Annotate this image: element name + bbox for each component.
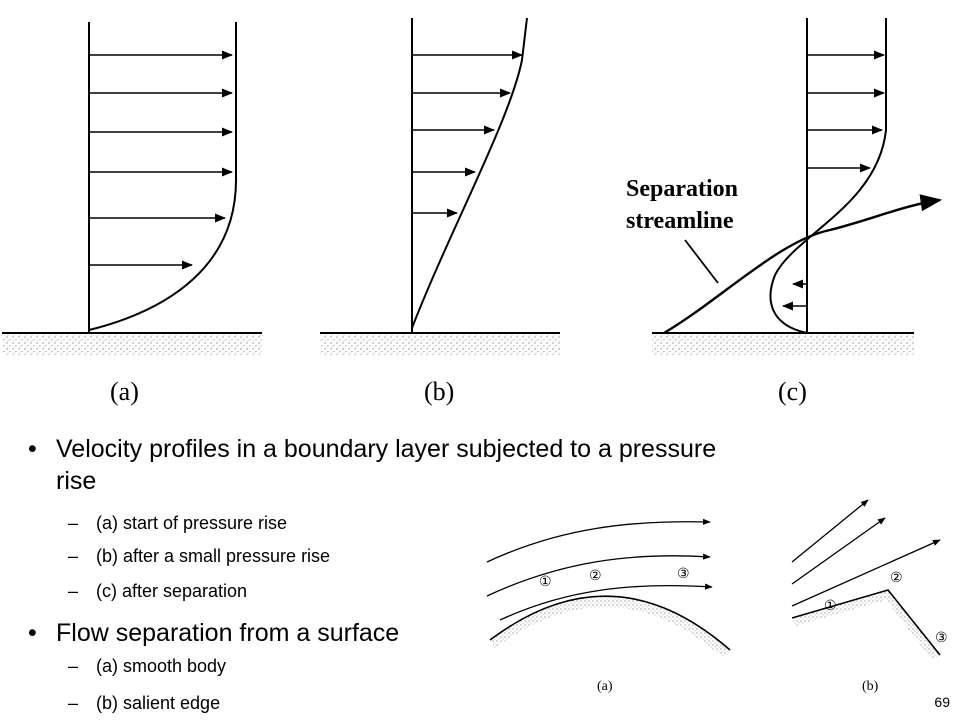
annotation-leader-line [684,239,719,284]
separation-panel-b: ① ② ③ (b) [791,499,948,694]
sub-dash: – [68,513,79,533]
profile-panel-a [2,22,262,355]
marker-3: ③ [677,567,690,582]
streamline [486,553,711,597]
marker-1: ① [824,599,837,614]
reverse-flow-arrows [781,279,807,311]
sub-dash: – [68,693,79,713]
profile-panel-b [320,17,560,355]
annotation-text-line1: Separation [626,176,738,202]
bullet-1-line2: rise [56,467,97,495]
marker-2: ② [589,569,602,584]
streamline [791,499,869,563]
separation-streamline [663,194,943,335]
velocity-arrows [89,50,234,270]
velocity-profiles-figure: Separation streamline (a) (b) (c) [2,17,943,406]
wall-hatching [320,333,560,355]
panel-label-c: (c) [778,377,807,406]
marker-1: ① [539,575,552,590]
streamline [791,539,941,607]
velocity-arrows [807,50,886,173]
profile-panel-c: Separation streamline [626,18,943,355]
bullet-dot: • [28,435,37,463]
marker-3: ③ [935,631,948,646]
page-number: 69 [934,694,950,710]
separation-panel-a: ① ② ③ (a) [482,498,734,698]
velocity-profile-curve [769,18,887,334]
panel-label-b: (b) [862,679,879,694]
panel-label-b: (b) [424,377,454,406]
bullet-2-line1: Flow separation from a surface [56,619,400,647]
bullet-dot: • [28,619,37,647]
panel-label-a: (a) [597,679,613,694]
panel-label-a: (a) [110,377,139,406]
sub-item-2a: (a) smooth body [96,656,227,676]
sub-item-2b: (b) salient edge [96,693,221,713]
figure-backdrop [482,498,734,698]
velocity-profile-curve [411,17,528,329]
streamline [791,517,886,585]
sub-item-1b: (b) after a small pressure rise [96,546,331,566]
salient-edge-surface [791,589,941,656]
wall-hatching [652,333,914,355]
sub-dash: – [68,656,79,676]
streamline [486,518,711,563]
salient-edge-hatch [792,590,940,660]
sub-dash: – [68,581,79,601]
smooth-body-surface-hatch [490,596,730,657]
annotation-text-line2: streamline [626,208,734,234]
marker-2: ② [890,571,903,586]
velocity-arrows [412,50,524,218]
sub-item-1c: (c) after separation [96,581,248,601]
bullet-1-line1: Velocity profiles in a boundary layer su… [56,435,717,463]
smooth-body-surface [489,595,731,651]
streamline [499,583,713,621]
sub-dash: – [68,546,79,566]
velocity-profile-curve [88,22,237,331]
wall-hatching [2,333,262,355]
sub-item-1a: (a) start of pressure rise [96,513,288,533]
